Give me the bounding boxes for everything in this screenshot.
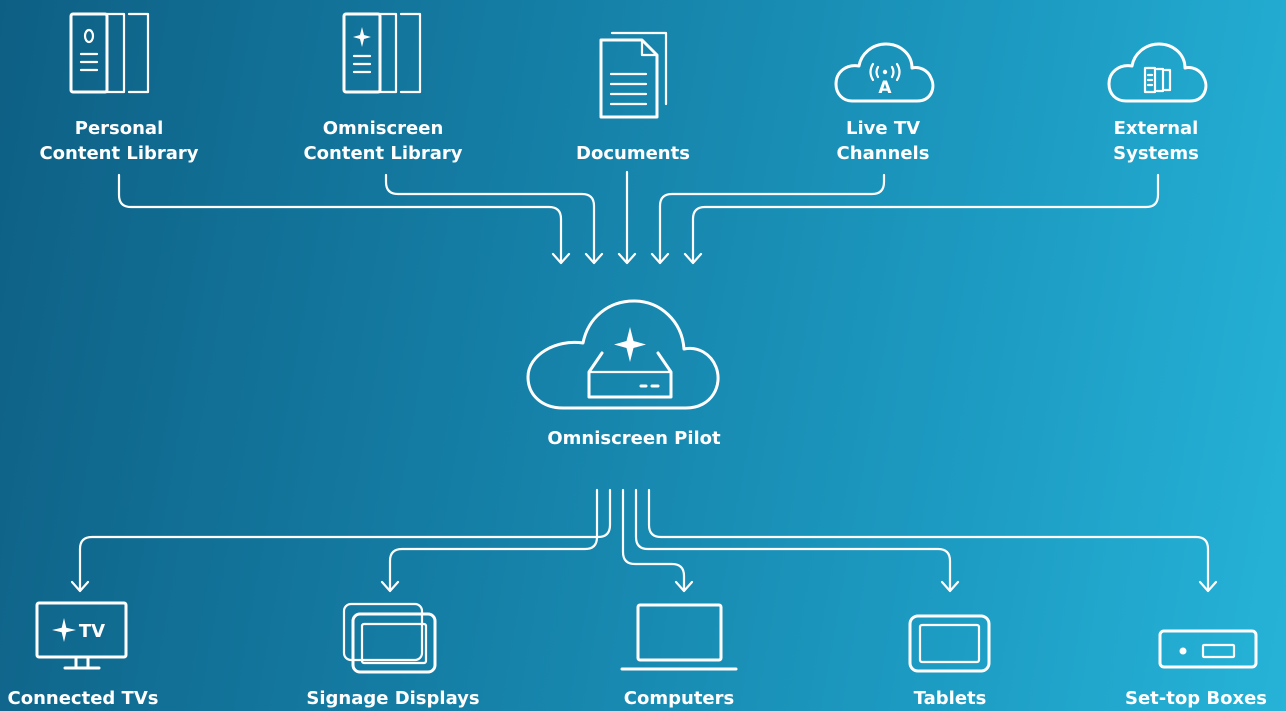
signage-displays-icon [342,602,437,674]
arrowhead [551,252,571,265]
connector-signage [388,488,599,592]
arrowhead [940,580,960,593]
connector-personal [117,173,563,262]
arrowhead [70,580,90,593]
source-label-documents: Documents [576,143,690,164]
arrowhead [380,580,400,593]
target-label-tablets: Tablets [913,688,987,709]
document-icon [599,31,668,119]
arrowhead [584,252,604,265]
svg-text:A: A [878,78,892,98]
connector-omniscreen [384,173,596,262]
arrowhead [683,252,703,265]
target-label-settop: Set-top Boxes [1125,688,1267,709]
arrowhead [674,580,694,593]
connector-external [691,173,1160,262]
connected-tv-icon: TV [35,601,128,670]
connector-tablets [634,488,952,592]
tv-badge: TV [79,621,105,642]
source-label-personal: Personal Content Library [39,118,199,164]
arrowhead [1198,580,1218,593]
source-connectors [117,170,1160,265]
external-systems-cloud-icon [1107,42,1208,103]
target-connectors [70,488,1218,593]
omniscreen-pilot-cloud-icon [526,299,720,410]
arrowhead [617,252,637,265]
source-label-omniscreen: Omniscreen Content Library [303,118,463,164]
source-label-livetv: Live TV Channels [836,118,930,164]
connector-settop [647,488,1210,592]
live-tv-cloud-icon: A [834,42,935,103]
connector-tvs [78,488,612,592]
hub-label: Omniscreen Pilot [547,428,721,449]
target-label-signage: Signage Displays [306,688,480,709]
source-label-external: External Systems [1113,118,1199,164]
personal-content-library-icon [69,12,150,94]
arrowhead [650,252,670,265]
target-label-tvs: Connected TVs [7,688,159,709]
target-label-computers: Computers [623,688,735,709]
connector-livetv [658,173,886,262]
connector-computers [621,488,686,592]
omniscreen-content-library-icon [342,12,422,94]
set-top-box-icon [1158,629,1258,669]
laptop-icon [620,603,738,671]
tablet-icon [908,614,991,673]
